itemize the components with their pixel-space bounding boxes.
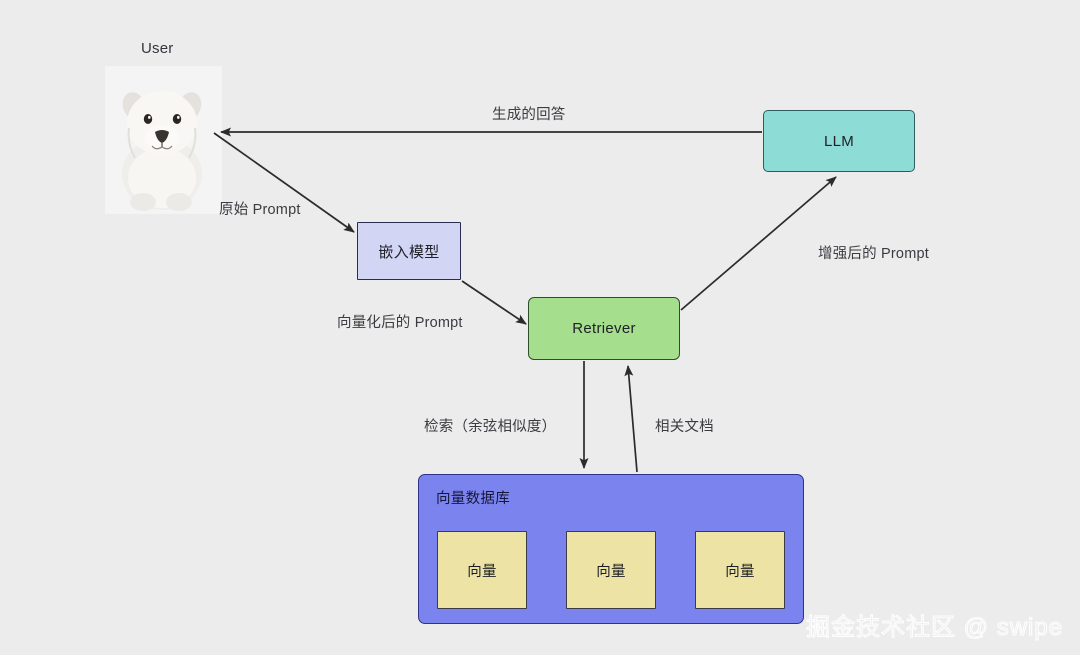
node-retriever-label: Retriever bbox=[572, 320, 636, 337]
node-vector-database[interactable]: 向量数据库 向量 向量 向量 bbox=[418, 474, 804, 624]
edge-vectordb-to-retriever bbox=[624, 365, 638, 473]
edge-label-original-prompt: 原始 Prompt bbox=[219, 202, 301, 218]
watermark: 掘金技术社区 @ swipe bbox=[805, 613, 1064, 641]
edge-label-retrieval: 检索（余弦相似度） bbox=[424, 419, 557, 435]
edge-label-augmented-prompt: 增强后的 Prompt bbox=[818, 246, 929, 262]
puppy-illustration bbox=[105, 66, 222, 214]
edge-label-generated-answer: 生成的回答 bbox=[492, 107, 566, 123]
node-vector-database-label: 向量数据库 bbox=[436, 491, 510, 507]
vector-item-label: 向量 bbox=[596, 563, 626, 580]
vector-item-label: 向量 bbox=[725, 563, 755, 580]
edge-label-relevant-docs: 相关文档 bbox=[655, 419, 714, 435]
user-label: User bbox=[141, 40, 174, 57]
edge-retriever-to-llm bbox=[680, 176, 837, 311]
edge-label-vectorized-prompt: 向量化后的 Prompt bbox=[337, 315, 463, 331]
vector-item[interactable]: 向量 bbox=[437, 531, 527, 609]
vector-item-label: 向量 bbox=[467, 563, 497, 580]
node-llm-label: LLM bbox=[823, 132, 855, 150]
vector-item[interactable]: 向量 bbox=[566, 531, 656, 609]
node-embedding-model-label: 嵌入模型 bbox=[378, 243, 440, 261]
edge-embedding-to-retriever bbox=[461, 280, 527, 325]
vector-item[interactable]: 向量 bbox=[695, 531, 785, 609]
user-avatar bbox=[105, 66, 222, 214]
node-embedding-model[interactable]: 嵌入模型 bbox=[357, 222, 461, 280]
node-retriever[interactable]: Retriever bbox=[528, 297, 680, 360]
vector-list: 向量 向量 向量 bbox=[419, 531, 803, 609]
node-llm[interactable]: LLM bbox=[763, 110, 915, 172]
